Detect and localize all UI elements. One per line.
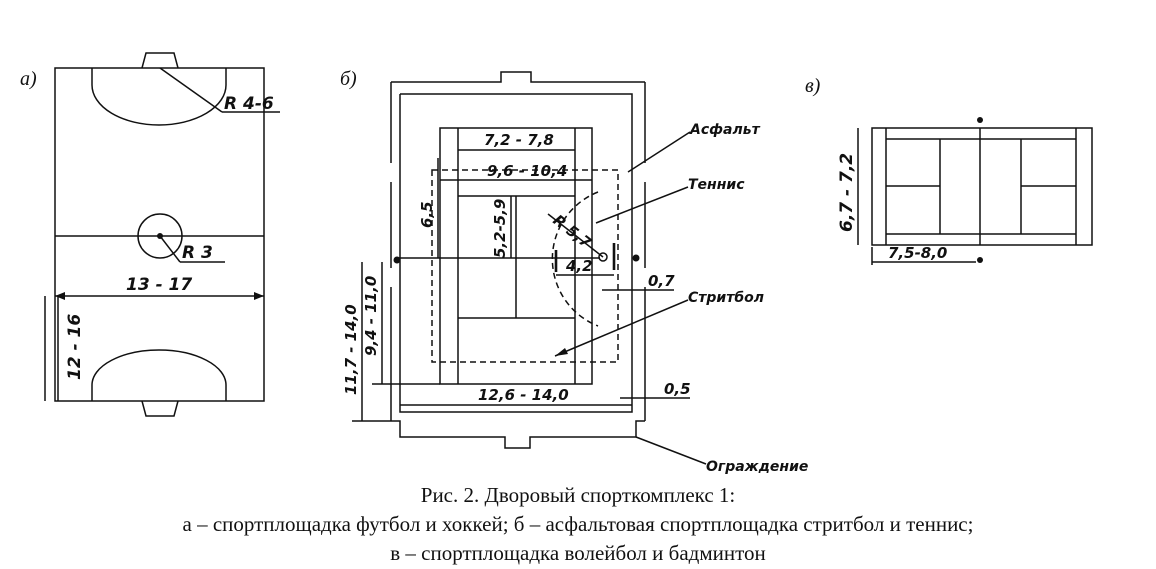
dim-11-7: 11,7 - 14,0: [342, 304, 360, 395]
label-streetball: Стритбол: [688, 290, 764, 306]
label-fence: Ограждение: [706, 459, 808, 475]
caption-line-1: Рис. 2. Дворовый спорткомплекс 1:: [420, 483, 736, 507]
label-asphalt: Асфальт: [689, 122, 761, 138]
streetball-leader: [554, 299, 689, 357]
dim-radius-leader: [547, 213, 604, 258]
dim-inner-top: 7,2 - 7,8: [484, 131, 554, 149]
tennis-court-outline: [439, 127, 593, 385]
three-point-arc: [551, 191, 599, 327]
width-dim-label: 13 - 17: [126, 275, 192, 295]
dim-0-7: 0,7: [648, 272, 675, 290]
dim-total-width: 12,6 - 14,0: [478, 386, 569, 404]
field-outline: [54, 67, 265, 402]
panel-b-letter: б): [340, 68, 357, 90]
panel-c-letter: в): [805, 75, 821, 97]
dim-height: 6,7 - 7,2: [837, 153, 857, 232]
goal-bottom: [141, 400, 179, 417]
tennis-leader: [595, 186, 689, 224]
goal-area-top: [91, 68, 227, 126]
fence-outer: [390, 71, 646, 449]
fence-leader: [635, 436, 707, 465]
dim-0-5: 0,5: [664, 380, 691, 398]
panel-a-football-hockey: а) R 4-6 R 3 13 - 17 12 - 16: [20, 52, 280, 417]
label-tennis: Теннис: [688, 177, 745, 193]
streetball-area: [431, 169, 619, 363]
goal-top: [141, 52, 179, 69]
dim-width: 7,5-8,0: [888, 244, 947, 262]
figure-drawing: а) R 4-6 R 3 13 - 17 12 - 16 б): [20, 52, 1093, 475]
panel-c-volleyball-badminton: в) 6,7 - 7,2 7,5-8,0: [805, 75, 1093, 265]
post-marker-left: [393, 256, 401, 264]
panel-b-streetball-tennis: б) 7,2 - 7,8 9,6 - 10,4 6,5 5,2-5,: [340, 68, 808, 475]
goal-area-bottom: [91, 349, 227, 401]
court-outline: [871, 127, 1093, 246]
streetball-leader-arrow: [555, 348, 568, 356]
dim-4-2: 4,2: [565, 257, 593, 275]
radius-center-label: R 3: [182, 243, 213, 263]
caption-line-3: в – спортплощадка волейбол и бадминтон: [390, 541, 766, 565]
net-post-top: [977, 117, 983, 123]
length-dim-label: 12 - 16: [65, 314, 85, 380]
dim-9-4: 9,4 - 11,0: [362, 276, 380, 356]
dim-6-5: 6,5: [418, 201, 436, 228]
radius-goal-leader: [159, 67, 223, 113]
caption: Рис. 2. Дворовый спорткомплекс 1: а – сп…: [0, 481, 1156, 568]
hoop-ring: [598, 252, 608, 262]
dim-tennis-width: 9,6 - 10,4: [487, 162, 567, 180]
caption-line-2: а – спортплощадка футбол и хоккей; б – а…: [182, 512, 974, 536]
radius-center-leader: [159, 235, 181, 263]
dim-court-half: 5,2-5,9: [491, 199, 509, 258]
net-post-bottom: [977, 257, 983, 263]
asphalt-leader: [627, 131, 691, 173]
center-circle: [137, 213, 183, 259]
panel-a-letter: а): [20, 68, 37, 90]
radius-goal-label: R 4-6: [224, 94, 274, 114]
fence-inner: [399, 93, 633, 413]
post-marker-right: [632, 254, 640, 262]
